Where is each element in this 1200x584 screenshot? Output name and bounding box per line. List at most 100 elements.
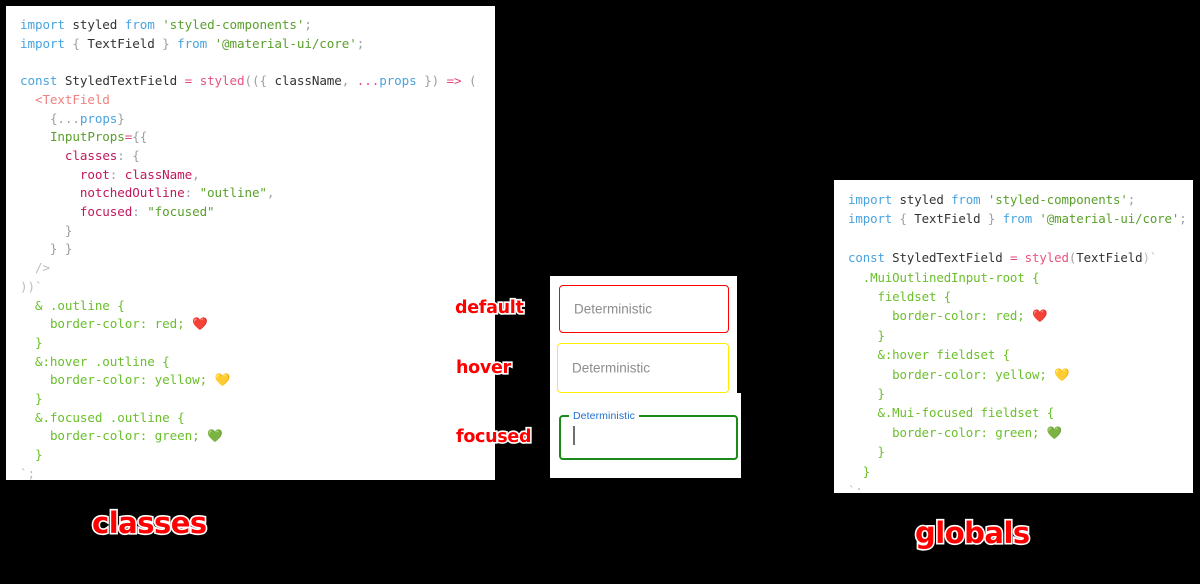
code-token: ( <box>1068 250 1077 266</box>
code-line: .MuiOutlinedInput-root { <box>848 268 1193 287</box>
textfield-hover[interactable]: Deterministic <box>557 343 729 393</box>
code-token: const <box>20 73 65 89</box>
code-token: notchedOutline <box>79 185 185 201</box>
code-token: `; <box>848 483 863 493</box>
code-token <box>848 328 877 343</box>
code-token: TextField <box>79 35 163 51</box>
code-token: = <box>1002 250 1025 266</box>
code-token <box>20 185 80 200</box>
code-line: &:hover .outline { <box>20 353 495 372</box>
code-token: & .outline { <box>34 297 125 313</box>
text-caret <box>573 426 575 445</box>
code-line: border-color: red; ❤️ <box>20 315 495 334</box>
code-token: .MuiOutlinedInput-root { <box>862 269 1040 285</box>
code-line: {...props} <box>20 110 495 129</box>
code-token: 💛 <box>214 372 231 388</box>
code-line: import { TextField } from '@material-ui/… <box>848 209 1193 228</box>
code-line: &:hover fieldset { <box>848 345 1193 364</box>
code-token <box>20 391 35 406</box>
code-token: import <box>848 211 900 227</box>
textfield-focused-label: Deterministic <box>573 410 635 422</box>
code-token: border-color: red; <box>892 308 1033 324</box>
code-token: className <box>124 166 193 182</box>
code-token: border-color: green; <box>892 424 1047 440</box>
code-line: } <box>20 334 495 353</box>
code-line: notchedOutline: "outline", <box>20 184 495 203</box>
code-token: } <box>117 110 125 126</box>
code-panel-globals: import styled from 'styled-components';i… <box>834 180 1193 493</box>
code-line: border-color: yellow; 💛 <box>20 371 495 390</box>
code-token <box>20 410 35 425</box>
textfield-default[interactable]: Deterministic <box>559 285 729 333</box>
code-line: } <box>20 446 495 465</box>
code-line: <TextField <box>20 91 495 110</box>
code-token: border-color: green; <box>49 428 208 444</box>
code-block-globals: import styled from 'styled-components';i… <box>848 190 1193 493</box>
code-token: import <box>20 17 73 32</box>
code-token: { <box>72 35 80 51</box>
code-line: } <box>848 326 1193 345</box>
code-token: } } <box>20 241 73 257</box>
code-token: /> <box>20 260 50 276</box>
code-token: '@material-ui/core' <box>214 35 357 51</box>
code-token: className <box>274 73 342 89</box>
code-line: & .outline { <box>20 297 495 316</box>
code-token: from <box>169 35 215 51</box>
code-token: , <box>266 185 275 201</box>
annotation-hover: hover <box>454 356 512 379</box>
code-line: const StyledTextField = styled(({ classN… <box>20 72 495 91</box>
annotation-classes-title: classes <box>90 504 208 541</box>
code-line: } <box>20 390 495 409</box>
code-line: &.Mui-focused fieldset { <box>848 403 1193 422</box>
code-line: import styled from 'styled-components'; <box>848 190 1193 209</box>
code-line: &.focused .outline { <box>20 409 495 428</box>
code-token <box>20 92 35 107</box>
code-token: TextField <box>906 211 988 227</box>
code-token: => <box>446 73 470 89</box>
code-token <box>848 347 877 362</box>
code-token <box>20 372 50 387</box>
code-line: `; <box>848 481 1193 493</box>
code-token: = <box>177 73 200 89</box>
code-token <box>848 464 863 479</box>
code-token <box>20 111 50 126</box>
code-token: ... <box>356 73 380 89</box>
annotation-focused: focused <box>454 425 533 448</box>
code-panel-classes: import styled from 'styled-components';i… <box>6 6 495 480</box>
code-token: import <box>848 192 900 207</box>
code-token: } <box>877 327 885 343</box>
code-token: { <box>899 211 907 227</box>
code-line <box>848 229 1193 248</box>
textfield-hover-placeholder: Deterministic <box>572 360 651 376</box>
code-token: from <box>995 211 1040 227</box>
code-token <box>848 425 892 440</box>
code-token: <TextField <box>34 91 110 107</box>
code-token: styled <box>899 192 944 207</box>
code-line: const StyledTextField = styled(TextField… <box>848 248 1193 267</box>
code-token: fieldset { <box>877 289 952 305</box>
code-line: `; <box>20 465 495 480</box>
code-token <box>20 316 50 331</box>
code-token: 'styled-components' <box>162 17 305 32</box>
code-line: fieldset { <box>848 287 1193 306</box>
code-token: import <box>20 35 73 51</box>
code-token <box>848 367 892 382</box>
textfield-focused[interactable]: Deterministic <box>559 411 738 460</box>
code-token: props <box>79 110 118 126</box>
code-token: } <box>862 463 871 479</box>
code-token: InputProps <box>49 129 125 145</box>
code-token: }) <box>416 73 447 89</box>
code-token: , <box>341 73 357 89</box>
code-token: 💚 <box>207 428 223 444</box>
code-line: import styled from 'styled-components'; <box>20 16 495 35</box>
code-token <box>848 308 892 323</box>
code-token: styled <box>199 73 245 89</box>
code-line: /> <box>20 259 495 278</box>
code-line: focused: "focused" <box>20 203 495 222</box>
code-token <box>20 167 80 182</box>
demo-panel-lower: Deterministic <box>550 393 741 478</box>
code-token <box>848 386 877 401</box>
code-token: ; <box>304 17 312 32</box>
code-token: 💚 <box>1046 424 1063 440</box>
code-token: &.Mui-focused fieldset { <box>877 405 1055 421</box>
